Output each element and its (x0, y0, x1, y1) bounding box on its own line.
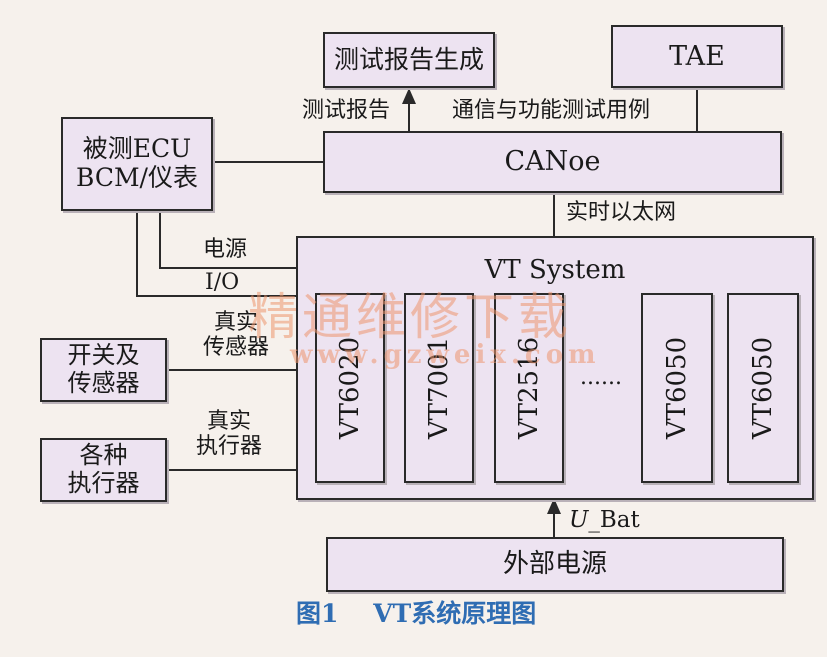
ubat-symbol: U (569, 507, 589, 533)
ecu-label-line1: 被测ECU (82, 134, 192, 164)
module-slot: VT6020 (315, 293, 385, 483)
module-label: VT6050 (748, 336, 778, 440)
real-sensor-label-line1: 真实 (214, 310, 259, 335)
module-slot: VT6050 (641, 293, 713, 483)
ecu-box: 被测ECU BCM/仪表 (61, 117, 213, 211)
test-report-label: 测试报告 (302, 98, 391, 123)
tae-box: TAE (611, 25, 783, 88)
ubat-subscript: _Bat (588, 507, 640, 533)
vt-system-label: VT System (484, 255, 626, 285)
figure-title: VT系统原理图 (373, 599, 537, 628)
actuators-label-line2: 执行器 (67, 469, 140, 497)
io-label: I/O (205, 270, 240, 295)
watermark-url: www.gzweix.com (290, 340, 601, 370)
figure-caption: 图1 VT系统原理图 (296, 600, 536, 628)
watermark-chinese: 精通维修下载 (248, 288, 572, 346)
module-slot: VT2516 (494, 293, 564, 483)
report-generation-label: 测试报告生成 (333, 44, 484, 74)
external-power-box: 外部电源 (326, 537, 784, 592)
ecu-label-line2: BCM/仪表 (76, 163, 198, 192)
module-ellipsis: ...... (580, 365, 622, 390)
switches-sensors-box: 开关及 传感器 (40, 338, 167, 402)
tae-label: TAE (669, 40, 725, 72)
external-power-label: 外部电源 (502, 548, 607, 579)
test-cases-label: 通信与功能测试用例 (452, 98, 651, 123)
real-actuator-label: 真实 执行器 (196, 409, 263, 459)
module-slot: VT6050 (727, 293, 799, 483)
canoe-label: CANoe (504, 146, 601, 178)
arrowhead-up (402, 88, 416, 104)
real-sensor-label: 真实 传感器 (203, 310, 270, 360)
real-sensor-label-line2: 传感器 (203, 334, 270, 360)
report-generation-box: 测试报告生成 (323, 32, 495, 88)
module-label: VT6050 (662, 336, 692, 440)
real-actuator-label-line2: 执行器 (196, 433, 263, 459)
actuators-box: 各种 执行器 (40, 438, 167, 502)
arrowhead-up (547, 498, 561, 514)
actuators-label-line1: 各种 (79, 441, 128, 470)
ethernet-label: 实时以太网 (566, 200, 677, 225)
switches-label-line1: 开关及 (67, 341, 140, 370)
power-label: 电源 (203, 237, 248, 262)
ubat-label: U_Bat (569, 507, 640, 534)
switches-label-line2: 传感器 (67, 369, 140, 397)
canoe-box: CANoe (323, 131, 782, 193)
figure-number: 图1 (296, 599, 339, 628)
real-actuator-label-line1: 真实 (207, 409, 252, 434)
module-slot: VT7001 (404, 293, 474, 483)
